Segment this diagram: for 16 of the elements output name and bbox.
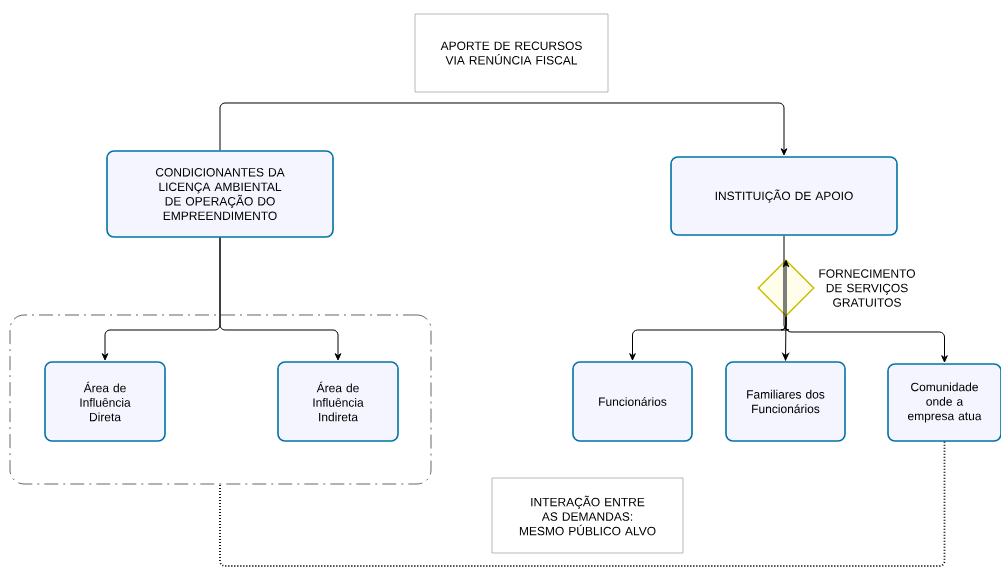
side-label: FORNECIMENTO DE SERVIÇOS GRATUITOS	[819, 269, 915, 307]
arrow	[219, 102, 788, 156]
group-frame	[9, 314, 432, 485]
process-box: Área de Influência Direta	[44, 361, 166, 442]
process-box: Área de Influência Indireta	[277, 361, 399, 442]
process-box: Comunidade onde a empresa atua	[887, 363, 1001, 442]
process-box: INSTITUIÇÃO DE APOIO	[670, 156, 898, 236]
process-box: Familiares dos Funcionários	[725, 361, 846, 442]
arrow	[219, 237, 342, 361]
process-box: Funcionários	[572, 361, 693, 442]
arrow	[780, 235, 790, 331]
arrow	[785, 316, 948, 363]
decision-diamond	[757, 259, 815, 317]
process-box: CONDICIONANTES DA LICENÇA AMBIENTAL DE OPERAÇÃO DO EMPREENDIMENTO	[106, 150, 334, 238]
note-box: APORTE DE RECURSOS VIA RENÚNCIA FISCAL	[414, 13, 609, 93]
note-box: INTERAÇÃO ENTRE AS DEMANDAS: MESMO PÚBLICO ALVO	[491, 477, 684, 554]
